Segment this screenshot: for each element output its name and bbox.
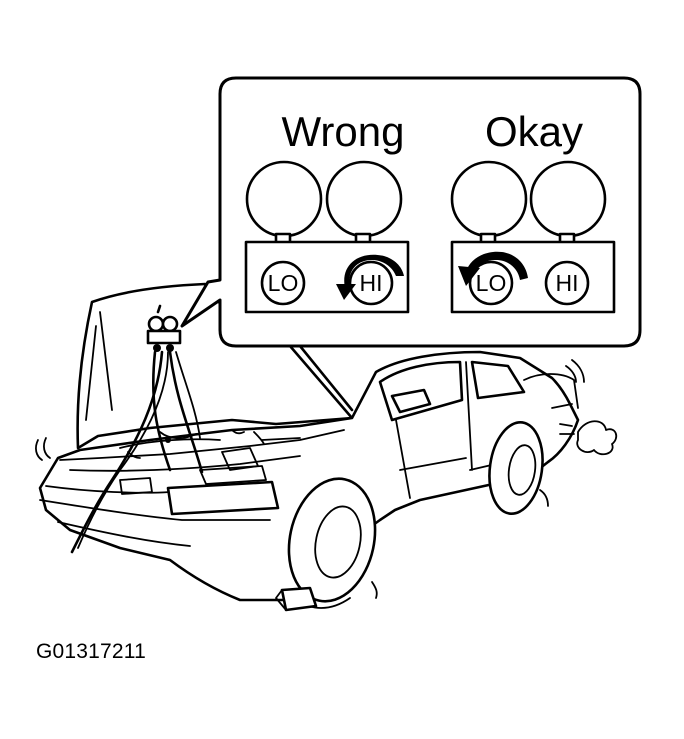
okay-hi-valve [544, 260, 590, 306]
wrong-turn-arrow-icon [344, 254, 404, 292]
car-illustration [35, 282, 618, 612]
wrong-hi-label: HI [360, 270, 383, 296]
front-wheel [287, 477, 377, 609]
manifold-gauge-set [70, 304, 204, 554]
wrong-hi-gauge [325, 160, 403, 238]
wrong-title: Wrong [282, 108, 405, 155]
okay-lo-valve [468, 260, 514, 306]
okay-panel: Okay LO HI [450, 108, 616, 314]
car-body [38, 350, 580, 602]
okay-lo-gauge [450, 160, 528, 238]
wrong-panel: Wrong LO HI [244, 108, 410, 314]
vibration-marks [35, 359, 585, 599]
rear-wheel [488, 421, 544, 515]
okay-hi-label: HI [556, 270, 579, 296]
car-hood [76, 282, 354, 450]
exhaust-smoke [559, 420, 618, 456]
figure-id: G01317211 [36, 640, 147, 663]
wheel-chock [280, 586, 318, 612]
wrong-lo-valve [260, 260, 306, 306]
okay-lo-label: LO [476, 270, 507, 296]
wrong-hi-valve [348, 260, 394, 306]
wrong-lo-label: LO [268, 270, 299, 296]
okay-turn-arrow-icon [466, 251, 528, 280]
wrong-lo-gauge [245, 160, 323, 238]
okay-hi-gauge [529, 160, 607, 238]
okay-title: Okay [485, 108, 583, 155]
